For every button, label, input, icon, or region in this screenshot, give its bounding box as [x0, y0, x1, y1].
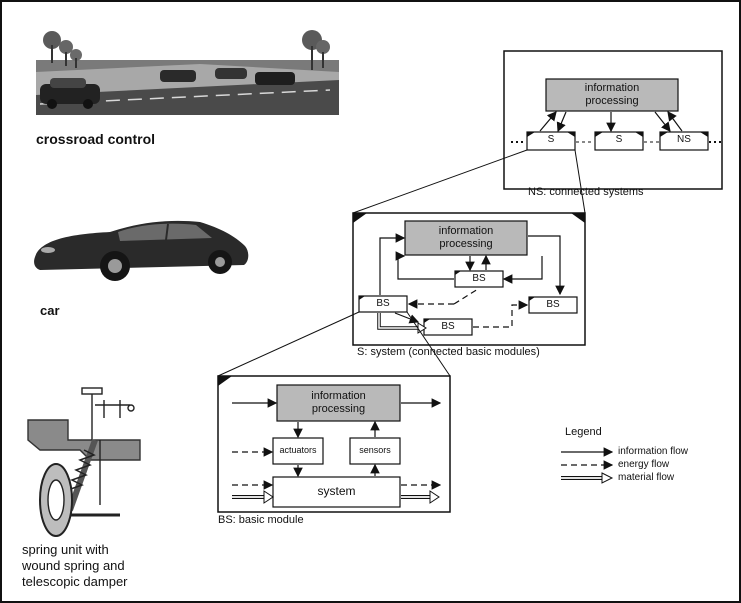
processing-line: processing	[546, 95, 678, 108]
legend-item-material: material flow	[618, 472, 674, 483]
processing-line: information	[277, 390, 400, 403]
s-module-label: BS	[529, 299, 577, 310]
spring-caption-line: spring unit with	[22, 542, 128, 558]
processing-line: information	[405, 225, 527, 238]
ns-module-label: S	[527, 134, 575, 145]
s-module-label: BS	[424, 321, 472, 332]
s-caption: S: system (connected basic modules)	[357, 346, 540, 358]
crossroad-caption: crossroad control	[36, 131, 155, 147]
legend-item-energy: energy flow	[618, 459, 669, 470]
spring-caption: spring unit with wound spring and telesc…	[22, 542, 128, 590]
bs-processing-label: information processing	[277, 390, 400, 416]
crossroad-image	[36, 30, 339, 115]
s-module-label: BS	[359, 298, 407, 309]
system-label: system	[273, 484, 400, 498]
ns-processing-label: information processing	[546, 82, 678, 108]
legend-title: Legend	[565, 426, 602, 438]
processing-line: processing	[405, 238, 527, 251]
spring-unit-image	[28, 388, 140, 536]
ns-caption: NS: connected systems	[528, 186, 644, 198]
ns-box	[504, 51, 722, 189]
sensors-label: sensors	[350, 445, 400, 455]
processing-line: information	[546, 82, 678, 95]
ns-module-label: S	[595, 134, 643, 145]
ns-module-label: NS	[660, 134, 708, 145]
processing-line: processing	[277, 403, 400, 416]
bs-caption: BS: basic module	[218, 514, 304, 526]
car-image	[34, 221, 248, 281]
spring-caption-line: telescopic damper	[22, 574, 128, 590]
s-processing-label: information processing	[405, 225, 527, 251]
zoom-line-s-left	[218, 312, 359, 376]
actuators-label: actuators	[273, 445, 323, 455]
legend	[561, 452, 612, 483]
legend-item-information: information flow	[618, 446, 688, 457]
car-caption: car	[40, 303, 60, 318]
spring-caption-line: wound spring and	[22, 558, 128, 574]
zoom-line-ns-left	[353, 150, 527, 213]
s-module-label: BS	[455, 273, 503, 284]
